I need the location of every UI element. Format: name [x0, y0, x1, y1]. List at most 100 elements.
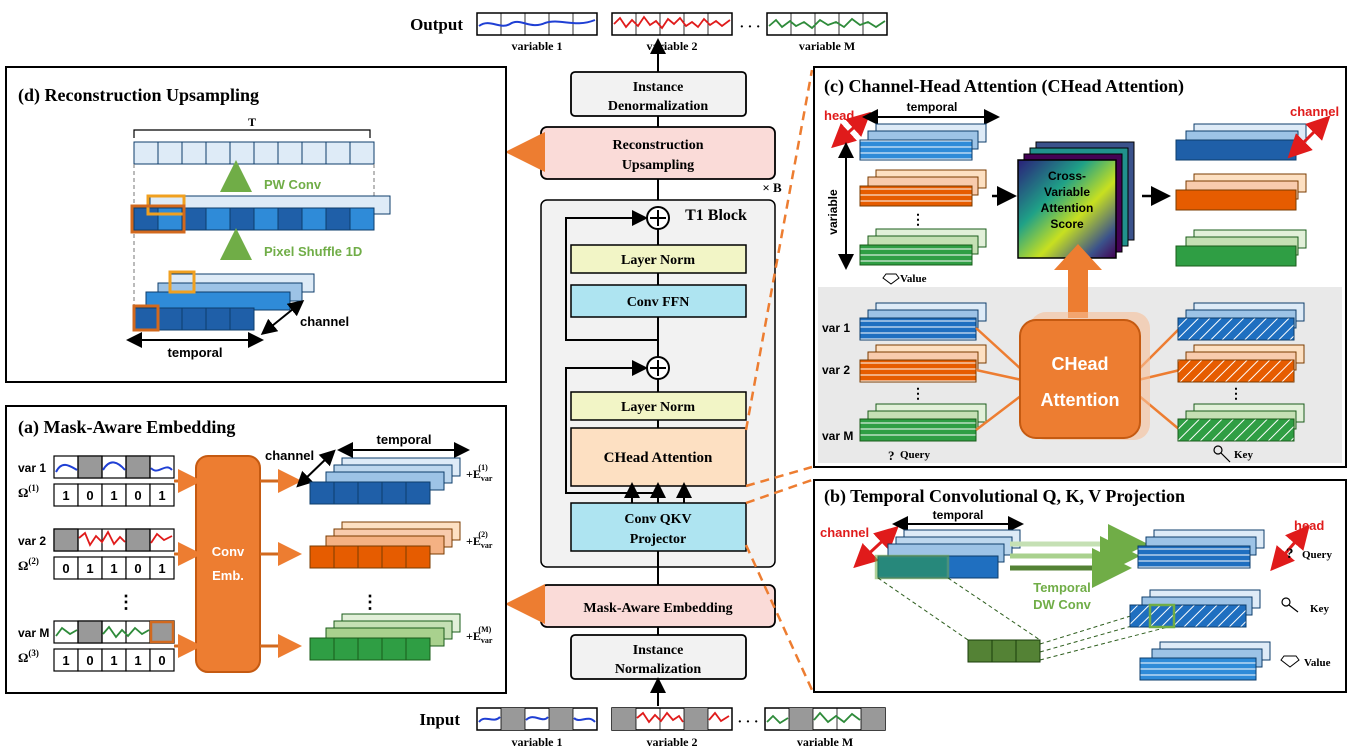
panel-d-title: (d) Reconstruction Upsampling [18, 85, 259, 106]
panel-c-channel-label: channel [1290, 104, 1339, 119]
output-label: Output [410, 15, 463, 34]
panel-c-key-label: Key [1234, 449, 1253, 461]
svg-text:0: 0 [86, 653, 93, 668]
svg-text:Upsampling: Upsampling [622, 158, 694, 173]
key-icon [1213, 445, 1231, 463]
reconstruction-upsampling-block: Reconstruction Upsampling [540, 126, 776, 180]
panel-d-temporal-label: temporal [168, 345, 223, 360]
panel-a-channel-label: channel [265, 448, 314, 463]
svg-text:⋮: ⋮ [1229, 387, 1243, 402]
pixel-shuffle-label: Pixel Shuffle 1D [264, 244, 362, 259]
svg-text:Projector: Projector [630, 532, 686, 547]
panel-c-var2: var 2 [822, 363, 850, 377]
instance-denormalization-block: Instance Denormalization [570, 71, 747, 117]
svg-text:1: 1 [158, 488, 165, 503]
panel-c-title: (c) Channel-Head Attention (CHead Attent… [824, 76, 1184, 97]
svg-text:1: 1 [134, 653, 141, 668]
question-icon: ? [888, 448, 895, 463]
mask-aware-embedding-block: Mask-Aware Embedding [540, 584, 776, 628]
panel-c-head-label: head [824, 108, 854, 123]
panel-b-title: (b) Temporal Convolutional Q, K, V Proje… [824, 486, 1185, 507]
svg-text:Layer Norm: Layer Norm [621, 400, 695, 415]
svg-text:Denormalization: Denormalization [608, 99, 709, 114]
panel-c-value-label: Value [900, 273, 927, 285]
svg-text:0: 0 [62, 561, 69, 576]
output-series-1 [476, 12, 598, 36]
svg-text:0: 0 [134, 488, 141, 503]
panel-c-variable-label: variable [826, 189, 840, 235]
panel-c-varm: var M [822, 429, 853, 443]
panel-c: (c) Channel-Head Attention (CHead Attent… [813, 66, 1347, 468]
input-var-1: variable 1 [512, 735, 563, 749]
svg-text:Ω(3): Ω(3) [18, 648, 39, 665]
panel-b-question-icon: ? [1286, 546, 1294, 562]
panel-d-t-label: T [248, 115, 256, 129]
instance-normalization-block: Instance Normalization [570, 634, 747, 680]
input-var-m: variable M [797, 735, 853, 749]
svg-text:Mask-Aware Embedding: Mask-Aware Embedding [583, 601, 732, 616]
panel-b-query-label: Query [1302, 549, 1332, 561]
output-var-m: variable M [799, 39, 855, 53]
conv-emb-block: Conv Emb. [195, 455, 261, 673]
var1-label: var 1 [18, 461, 46, 475]
svg-text:Emb.: Emb. [212, 568, 244, 583]
svg-text:Reconstruction: Reconstruction [613, 138, 704, 153]
svg-text:0: 0 [86, 488, 93, 503]
dashed-connectors [744, 69, 814, 691]
svg-text:Score: Score [1050, 217, 1084, 231]
svg-text:Instance: Instance [633, 80, 684, 95]
t1-block-label: T1 Block [685, 207, 747, 224]
conv-ffn-block: Conv FFN [570, 284, 747, 318]
panel-b-key-label: Key [1310, 603, 1329, 615]
residual-add-top [646, 206, 670, 230]
panel-c-query-label: Query [900, 449, 930, 461]
svg-text:⋮: ⋮ [911, 387, 925, 402]
panel-a-temporal-label: temporal [377, 432, 432, 447]
svg-text:1: 1 [158, 561, 165, 576]
svg-text:Attention: Attention [1041, 201, 1094, 215]
dwconv-label-2: DW Conv [1033, 597, 1092, 612]
panel-d: (d) Reconstruction Upsampling T PW Conv … [5, 66, 507, 383]
output-series-m [766, 12, 888, 36]
panel-c-var1: var 1 [822, 321, 850, 335]
output-var-2: variable 2 [647, 39, 698, 53]
panel-b-diamond-icon [1280, 655, 1300, 668]
output-series-2 [611, 12, 733, 36]
panel-b: (b) Temporal Convolutional Q, K, V Proje… [813, 479, 1347, 693]
svg-text:Conv FFN: Conv FFN [627, 295, 690, 310]
svg-text:Cross-: Cross- [1048, 169, 1086, 183]
panel-c-temporal-label: temporal [907, 100, 958, 114]
svg-text:Conv: Conv [212, 544, 245, 559]
input-label: Input [419, 710, 460, 729]
pw-conv-label: PW Conv [264, 177, 322, 192]
repeat-label: × B [762, 180, 782, 195]
var2-label: var 2 [18, 534, 46, 548]
svg-text:Instance: Instance [633, 643, 684, 658]
svg-text:1: 1 [86, 561, 93, 576]
output-var-1: variable 1 [512, 39, 563, 53]
conv-qkv-projector-block: Conv QKV Projector [570, 502, 747, 552]
panel-b-temporal-label: temporal [933, 508, 984, 522]
dwconv-kernel [967, 639, 1041, 663]
residual-add-bottom [646, 356, 670, 380]
input-series-2 [611, 707, 733, 731]
layer-norm-top: Layer Norm [570, 244, 747, 274]
input-ellipsis: · · · [737, 715, 758, 730]
svg-text:CHead Attention: CHead Attention [604, 450, 713, 466]
chead-attention-block: CHead Attention [570, 427, 747, 487]
panel-b-key-icon [1281, 597, 1299, 613]
chead-attention-core: CHead Attention [1019, 312, 1150, 440]
panel-b-value-label: Value [1304, 657, 1331, 669]
panel-b-head-label: head [1294, 518, 1324, 533]
svg-text:Attention: Attention [1041, 390, 1120, 410]
svg-text:Layer Norm: Layer Norm [621, 253, 695, 268]
svg-text:Normalization: Normalization [615, 662, 702, 677]
svg-text:CHead: CHead [1051, 354, 1108, 374]
panel-a-title: (a) Mask-Aware Embedding [18, 417, 235, 438]
dwconv-label-1: Temporal [1033, 580, 1091, 595]
svg-text:+Evar(2): +Evar(2) [466, 530, 493, 550]
output-ellipsis: · · · [739, 20, 760, 35]
varm-label: var M [18, 626, 49, 640]
svg-text:1: 1 [110, 488, 117, 503]
